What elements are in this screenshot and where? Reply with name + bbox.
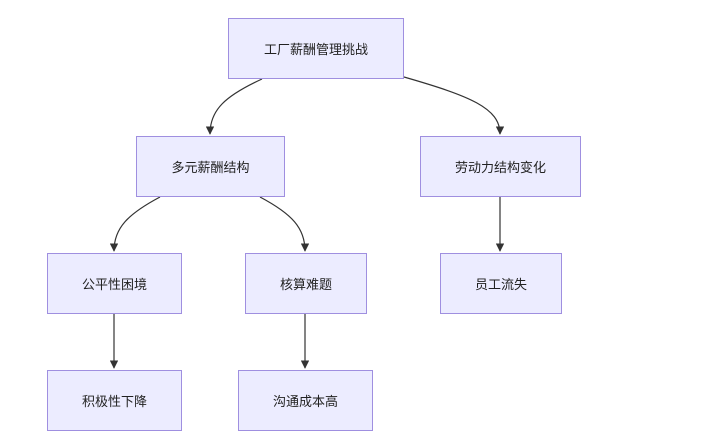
node-motivation-decline: 积极性下降	[47, 370, 182, 431]
node-accounting-difficulty: 核算难题	[245, 253, 367, 314]
node-fairness-dilemma: 公平性困境	[47, 253, 182, 314]
node-employee-turnover: 员工流失	[440, 253, 562, 314]
edge-a-to-a1	[109, 196, 161, 252]
edge-a-to-a2	[259, 196, 310, 252]
edge-root-to-b	[403, 76, 505, 135]
node-diverse-pay-structure: 多元薪酬结构	[136, 136, 285, 197]
node-workforce-structure-change: 劳动力结构变化	[420, 136, 581, 197]
node-factory-pay-challenges: 工厂薪酬管理挑战	[228, 18, 404, 79]
node-high-communication-cost: 沟通成本高	[238, 370, 373, 431]
edge-root-to-a	[205, 78, 263, 135]
